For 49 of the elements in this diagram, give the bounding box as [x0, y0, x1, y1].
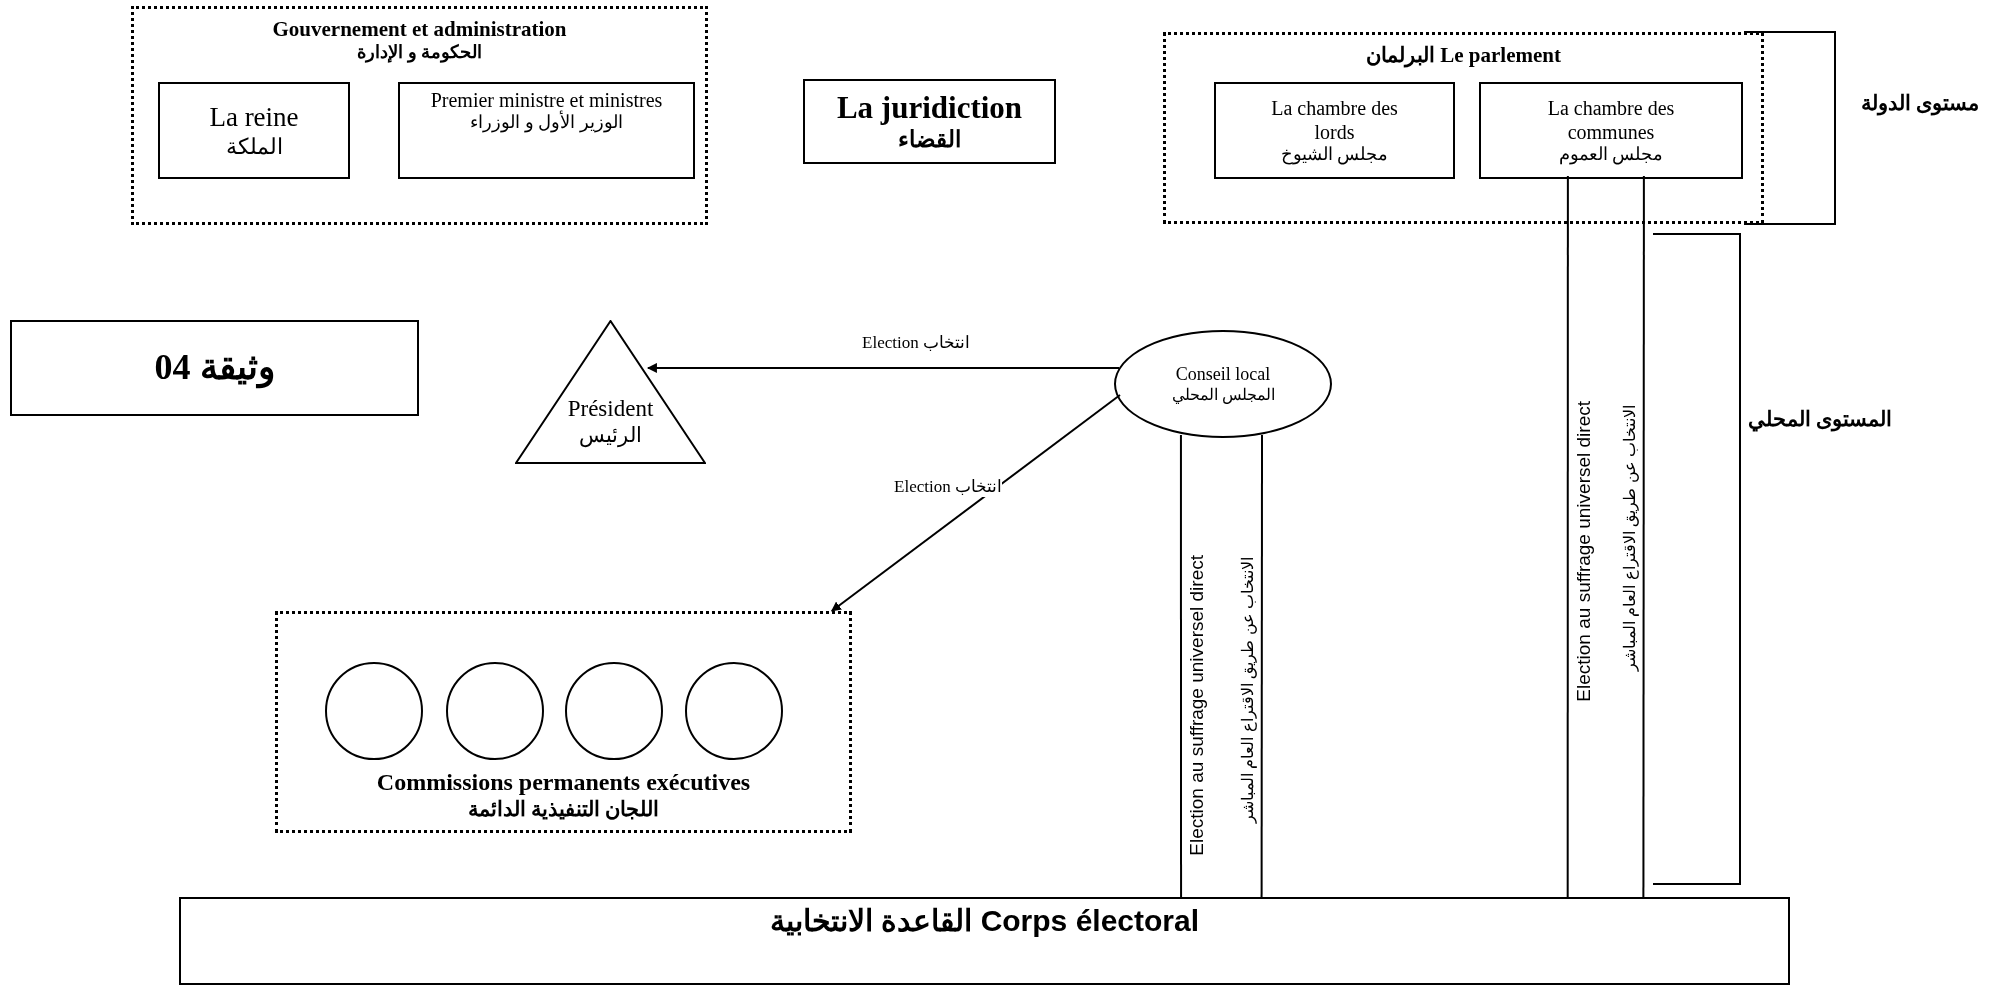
node-subtitle: القضاء [898, 126, 961, 154]
node-subtitle: الرئيس [579, 422, 642, 448]
node-title: La chambre des lords [1270, 95, 1399, 144]
circle-node [565, 662, 663, 760]
node-subtitle: الملكة [225, 133, 283, 160]
process-box [1214, 82, 1455, 179]
process-box [179, 897, 1790, 985]
node-subtitle: المجلس المحلي [1171, 385, 1275, 405]
node-title: Gouvernement et administration [272, 17, 567, 43]
connector-line [1566, 175, 1569, 898]
edge-label: الانتخاب عن طريق الاقتراع العام المباشر [1619, 404, 1639, 672]
circle-node [325, 662, 423, 760]
node-subtitle: اللجان التنفيذية الدائمة [467, 796, 660, 822]
node-text: وثيقة 04 [154, 346, 275, 390]
connector-line [1179, 434, 1183, 898]
node-title: Commissions permanents exécutives [376, 768, 751, 797]
node-subtitle: الحكومة و الإدارة [357, 42, 482, 64]
group-frame [131, 6, 708, 225]
level-label: المستوى المحلي [1747, 406, 1893, 432]
node-title: Conseil local [1175, 363, 1271, 386]
level-label: مستوى الدولة [1860, 90, 1980, 116]
ellipse-node [1114, 330, 1332, 438]
process-box [803, 79, 1056, 164]
connector-line [1642, 175, 1645, 898]
edge-label: Election انتخاب [862, 333, 970, 353]
connector-line [1260, 434, 1263, 898]
circle-node [685, 662, 783, 760]
process-box [398, 82, 695, 179]
triangle-node [515, 320, 706, 464]
node-title: La chambre des communes [1546, 95, 1676, 144]
process-box [1479, 82, 1743, 179]
node-subtitle: الوزير الأول و الوزراء [470, 112, 623, 134]
node-title: Président [567, 395, 654, 423]
arrow [646, 362, 1120, 373]
node-title: La reine [209, 101, 299, 134]
node-subtitle: مجلس الشيوخ [1280, 143, 1389, 166]
edge-label: الانتخاب عن طريق الاقتراع العام المباشر [1237, 556, 1257, 824]
node-subtitle: مجلس العموم [1558, 143, 1664, 166]
circle-node [446, 662, 544, 760]
process-box [10, 320, 419, 416]
edge-label: Election انتخاب [894, 477, 1002, 497]
node-title: Premier ministre et ministres [430, 88, 663, 111]
group-frame [275, 611, 852, 833]
node-text: Le parlement البرلمان [1366, 43, 1561, 69]
arrow [830, 394, 1121, 612]
process-box [158, 82, 350, 179]
group-frame [1163, 32, 1764, 224]
node-text: Corps électoral القاعدة الانتخابية [769, 903, 1200, 939]
node-title: La juridiction [836, 89, 1023, 127]
